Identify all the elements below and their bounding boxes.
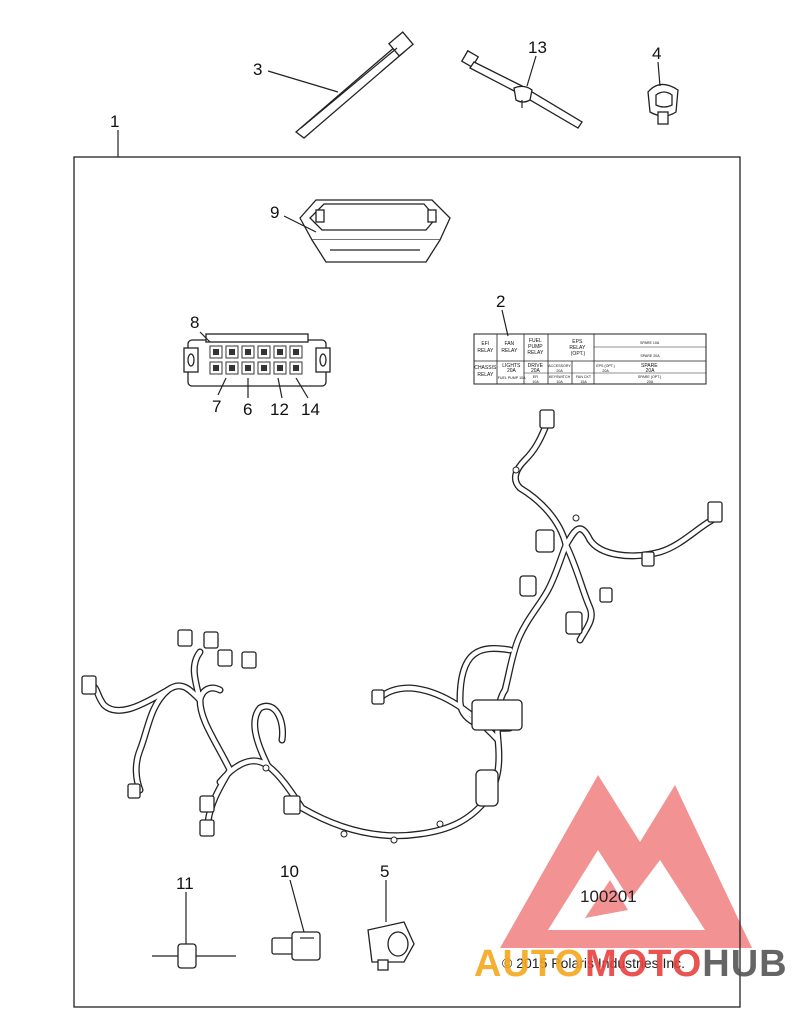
label-chassis-relay-1: CHASSIS — [474, 365, 497, 371]
callout-3: 3 — [253, 60, 262, 79]
watermark-hub: HUB — [702, 943, 787, 985]
cable-tie-part — [294, 31, 414, 139]
label-spare-20a-2: 20A — [646, 368, 656, 374]
diode-part — [152, 943, 236, 969]
fuse-box-cover-part — [299, 199, 451, 263]
callout-labels: 1 2 3 4 5 6 7 8 9 10 11 12 13 14 — [110, 38, 661, 893]
label-eps-relay-3: (OPT.) — [571, 351, 586, 357]
label-efi-relay-2: RELAY — [477, 348, 494, 354]
label-fuel-pump-10a: FUEL PUMP 10A — [498, 376, 526, 380]
callout-11: 11 — [176, 874, 194, 893]
label-spare-opt-1: SPARE (OPT.) — [638, 375, 661, 379]
wiring-harness-part — [81, 409, 723, 844]
label-eps-opt-1: EPS (OPT.) — [596, 364, 615, 368]
label-fuel-pump-relay-2: PUMP — [528, 344, 543, 350]
sensor-connector-part — [367, 921, 415, 971]
label-accessory-2: 20A — [556, 369, 563, 373]
callout-7: 7 — [212, 397, 221, 416]
label-lights-1: LIGHTS — [502, 363, 521, 369]
label-spare-20a-top: SPARE 20A — [640, 354, 660, 358]
callout-9: 9 — [270, 203, 279, 222]
drawing-number: 100201 — [580, 887, 637, 906]
label-fuel-pump-relay-1: FUEL — [529, 338, 542, 344]
watermark-logo — [500, 775, 752, 948]
fuse-label-part: EFI RELAY FAN RELAY FUEL PUMP RELAY EPS … — [473, 333, 707, 385]
label-lights-2: 20A — [507, 368, 517, 374]
label-fan-relay-1: FAN — [504, 341, 514, 347]
label-fan-ckt-1: FAN CKT — [576, 375, 592, 379]
callout-2: 2 — [496, 292, 505, 311]
callout-4: 4 — [652, 44, 661, 63]
kit-box — [73, 156, 741, 1008]
label-chassis-relay-2: RELAY — [477, 372, 494, 378]
callout-5: 5 — [380, 862, 389, 881]
label-efi-10a-2: 10A — [532, 380, 539, 384]
callout-12: 12 — [270, 400, 289, 419]
watermark-auto: AUTO — [474, 943, 585, 985]
label-accessory-1: ACCESSORY — [548, 364, 571, 368]
callout-13: 13 — [528, 38, 547, 57]
label-fan-relay-2: RELAY — [501, 348, 518, 354]
watermark-moto: MOTO — [585, 943, 702, 985]
svg-text:CHASSIS RELAY LIGH: CHASSIS RELAY LIGHTS 20A DRIVE 20A SPARE… — [474, 363, 659, 378]
callout-6: 6 — [243, 400, 252, 419]
svg-text:SPARE 10A SPARE 20A: SPARE 10A SPARE 20A — [640, 341, 660, 358]
label-spare-opt-2: 20A — [647, 380, 654, 384]
fuse-block-part — [183, 333, 331, 387]
svg-text:ACCESSORY 20A EPS: ACCESSORY 20A EPS (OPT.) 20A FUEL PUMP 1… — [498, 364, 662, 384]
svg-text:AUTOMOTOHUB: AUTOMOTOHUB — [474, 943, 788, 985]
watermark-brand: AUTOMOTOHUB — [474, 943, 788, 985]
callout-8: 8 — [190, 313, 199, 332]
label-spare-10a: SPARE 10A — [640, 341, 660, 345]
label-efi-relay-1: EFI — [481, 341, 489, 347]
callout-1: 1 — [110, 112, 119, 131]
label-eps-opt-2: 20A — [602, 369, 609, 373]
label-spare-20a-1: SPARE — [641, 363, 658, 369]
callout-10: 10 — [280, 862, 299, 881]
push-mount-tie-part — [460, 49, 583, 129]
label-drive-1: DRIVE — [528, 363, 544, 369]
label-fan-ckt-2: 15A — [580, 380, 587, 384]
callout-14: 14 — [301, 400, 320, 419]
label-eps-relay-1: EPS — [572, 339, 583, 345]
svg-text:EFI RELAY FAN: EFI RELAY FAN RELAY FUEL PUMP RELAY EPS … — [477, 338, 586, 357]
label-eps-relay-2: RELAY — [569, 345, 586, 351]
clip-part — [647, 83, 679, 125]
label-fuel-pump-relay-3: RELAY — [527, 350, 544, 356]
label-efi-10a-1: EFI — [533, 375, 539, 379]
terminal-connector-part — [271, 931, 321, 961]
copyright-notice: © 2015 Polaris Industries Inc. — [502, 955, 685, 971]
label-keyswitch-2: 10A — [556, 380, 563, 384]
label-keyswitch-1: KEYSWITCH — [549, 375, 571, 379]
label-drive-2: 20A — [531, 368, 541, 374]
